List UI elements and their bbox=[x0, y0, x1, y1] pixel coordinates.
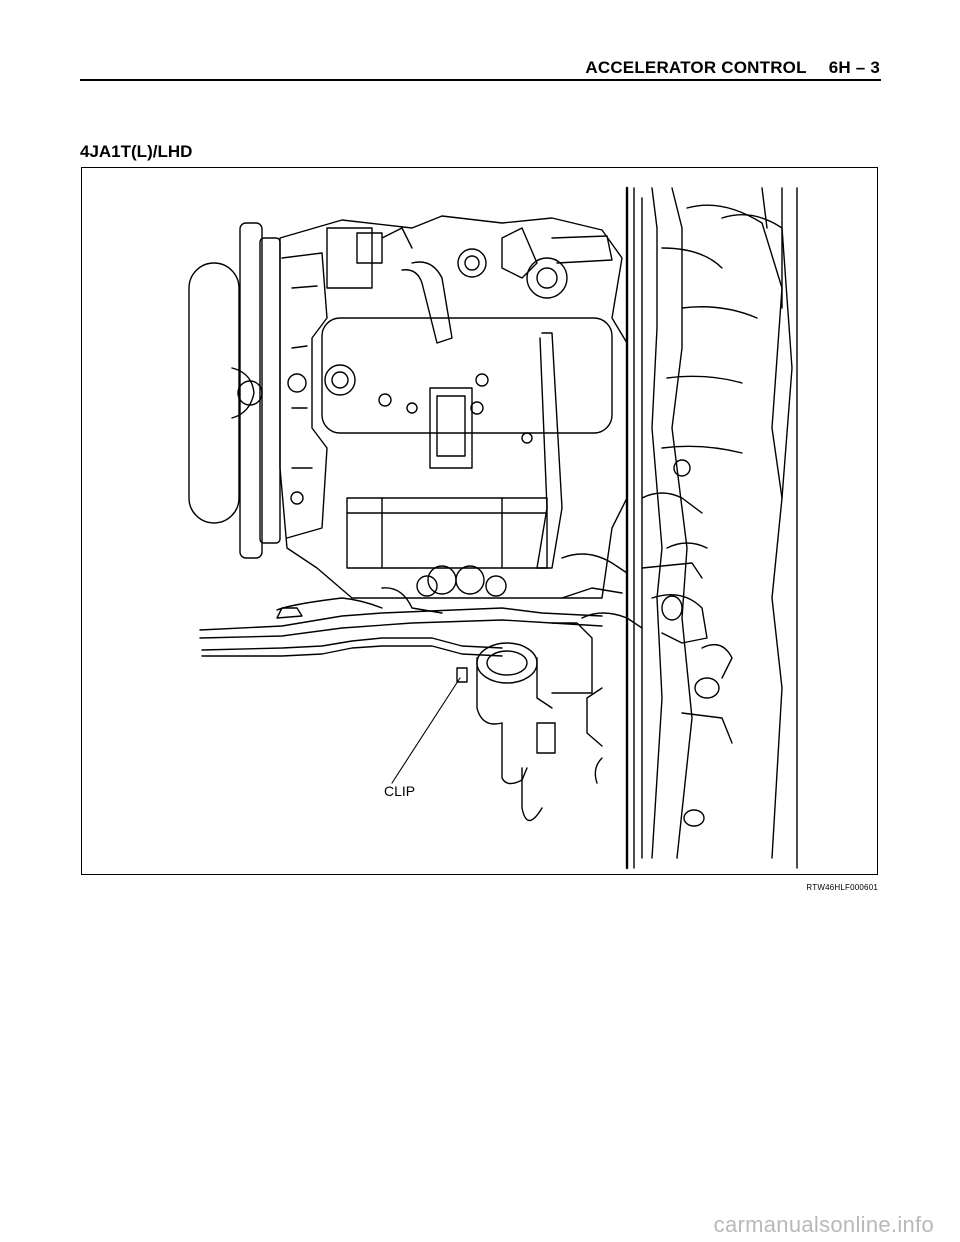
watermark: carmanualsonline.info bbox=[713, 1212, 934, 1237]
clip-callout-label: CLIP bbox=[384, 783, 416, 799]
canister-body bbox=[476, 642, 538, 684]
clip-callout-leader bbox=[391, 677, 461, 784]
inner-fender bbox=[686, 204, 783, 859]
accelerator-cable bbox=[199, 607, 603, 631]
injection-pump bbox=[346, 497, 548, 569]
engine-illustration bbox=[81, 167, 878, 875]
figure-title: 4JA1T(L)/LHD bbox=[80, 142, 193, 161]
engine-line-drawing bbox=[188, 186, 798, 870]
coolant-hose bbox=[536, 332, 563, 569]
page-header: ACCELERATOR CONTROL 6H – 3 bbox=[585, 58, 880, 78]
intake-hose bbox=[401, 261, 453, 344]
page-number: 6H – 3 bbox=[828, 58, 880, 77]
header-rule bbox=[80, 79, 881, 81]
rocker-cover bbox=[321, 317, 613, 434]
fan-shroud bbox=[239, 222, 263, 559]
turbocharger bbox=[526, 257, 568, 299]
figure-code: RTW46HLF000601 bbox=[806, 883, 878, 892]
engine-block bbox=[279, 215, 628, 599]
section-name: ACCELERATOR CONTROL bbox=[585, 58, 807, 77]
fan-blade-outline bbox=[188, 262, 240, 524]
air-intake-box bbox=[429, 387, 473, 469]
